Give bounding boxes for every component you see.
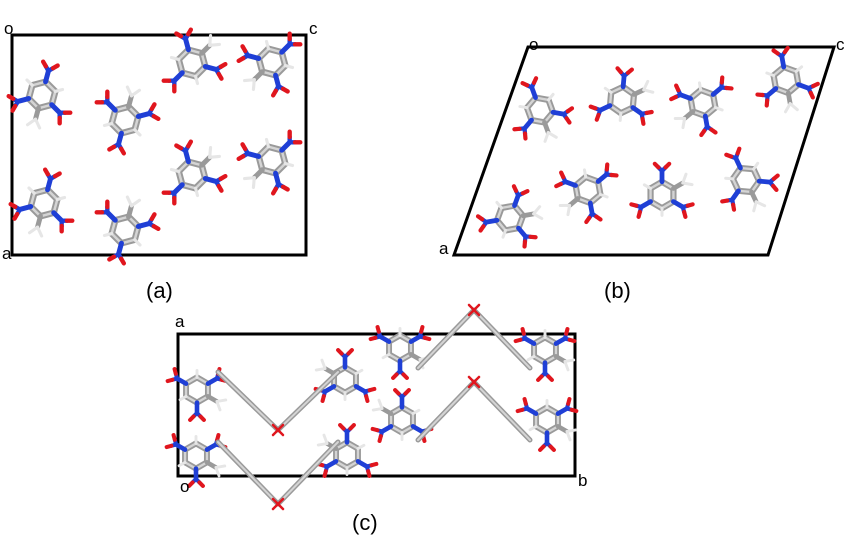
panel-c: a o b (c) (164, 303, 587, 535)
molecule-b-1 (512, 76, 575, 143)
panel-caption-a: (a) (146, 278, 173, 303)
molecule-c-5 (368, 325, 432, 380)
molecule-b-6 (629, 161, 695, 219)
molecule-b-7 (720, 146, 780, 213)
molecule-b-3 (669, 75, 734, 138)
unit-cell-a (10, 33, 308, 257)
molecule-a-6 (94, 195, 161, 266)
axis-label-a-c: a (175, 312, 185, 331)
chain-c-3 (415, 303, 533, 371)
panel-a: o c a (a) (2, 19, 318, 303)
molecule-a-3 (161, 27, 228, 94)
unit-cell-c (176, 332, 577, 478)
molecule-a-2 (94, 85, 161, 156)
axis-label-a-b: a (439, 239, 449, 258)
molecule-c-2 (164, 433, 228, 488)
molecule-b-8 (475, 184, 544, 249)
molecule-c-3 (313, 348, 377, 403)
axis-label-b-c: b (578, 471, 587, 490)
molecule-c-6 (370, 388, 434, 443)
molecule-a-1 (6, 59, 73, 130)
molecule-c-7 (513, 327, 577, 382)
molecule-c-8 (515, 397, 579, 452)
molecule-a-5 (8, 167, 75, 238)
axis-label-origin-c: o (180, 477, 189, 496)
panel-caption-c: (c) (352, 510, 378, 535)
chain-c-2 (215, 439, 341, 511)
molecules-b (475, 45, 820, 249)
axis-label-c-b: c (836, 35, 845, 54)
molecule-c-1 (165, 367, 229, 422)
molecule-b-2 (588, 66, 655, 126)
chain-c-4 (415, 375, 533, 443)
panel-b: o c a (b) (439, 35, 845, 303)
molecule-b-5 (554, 162, 619, 225)
molecule-b-4 (755, 45, 820, 114)
molecule-a-8 (236, 129, 303, 196)
molecules-c (164, 303, 579, 511)
axis-label-c-a: c (309, 19, 318, 38)
molecule-a-7 (161, 139, 228, 206)
chain-c-1 (215, 369, 341, 437)
axis-label-origin-b: o (529, 35, 538, 54)
unit-cell-b (451, 45, 837, 257)
panel-caption-b: (b) (604, 278, 631, 303)
axis-label-origin-a: o (4, 19, 13, 38)
molecule-a-4 (236, 31, 303, 98)
axis-label-a-a: a (2, 244, 12, 263)
molecules-a (6, 27, 303, 266)
